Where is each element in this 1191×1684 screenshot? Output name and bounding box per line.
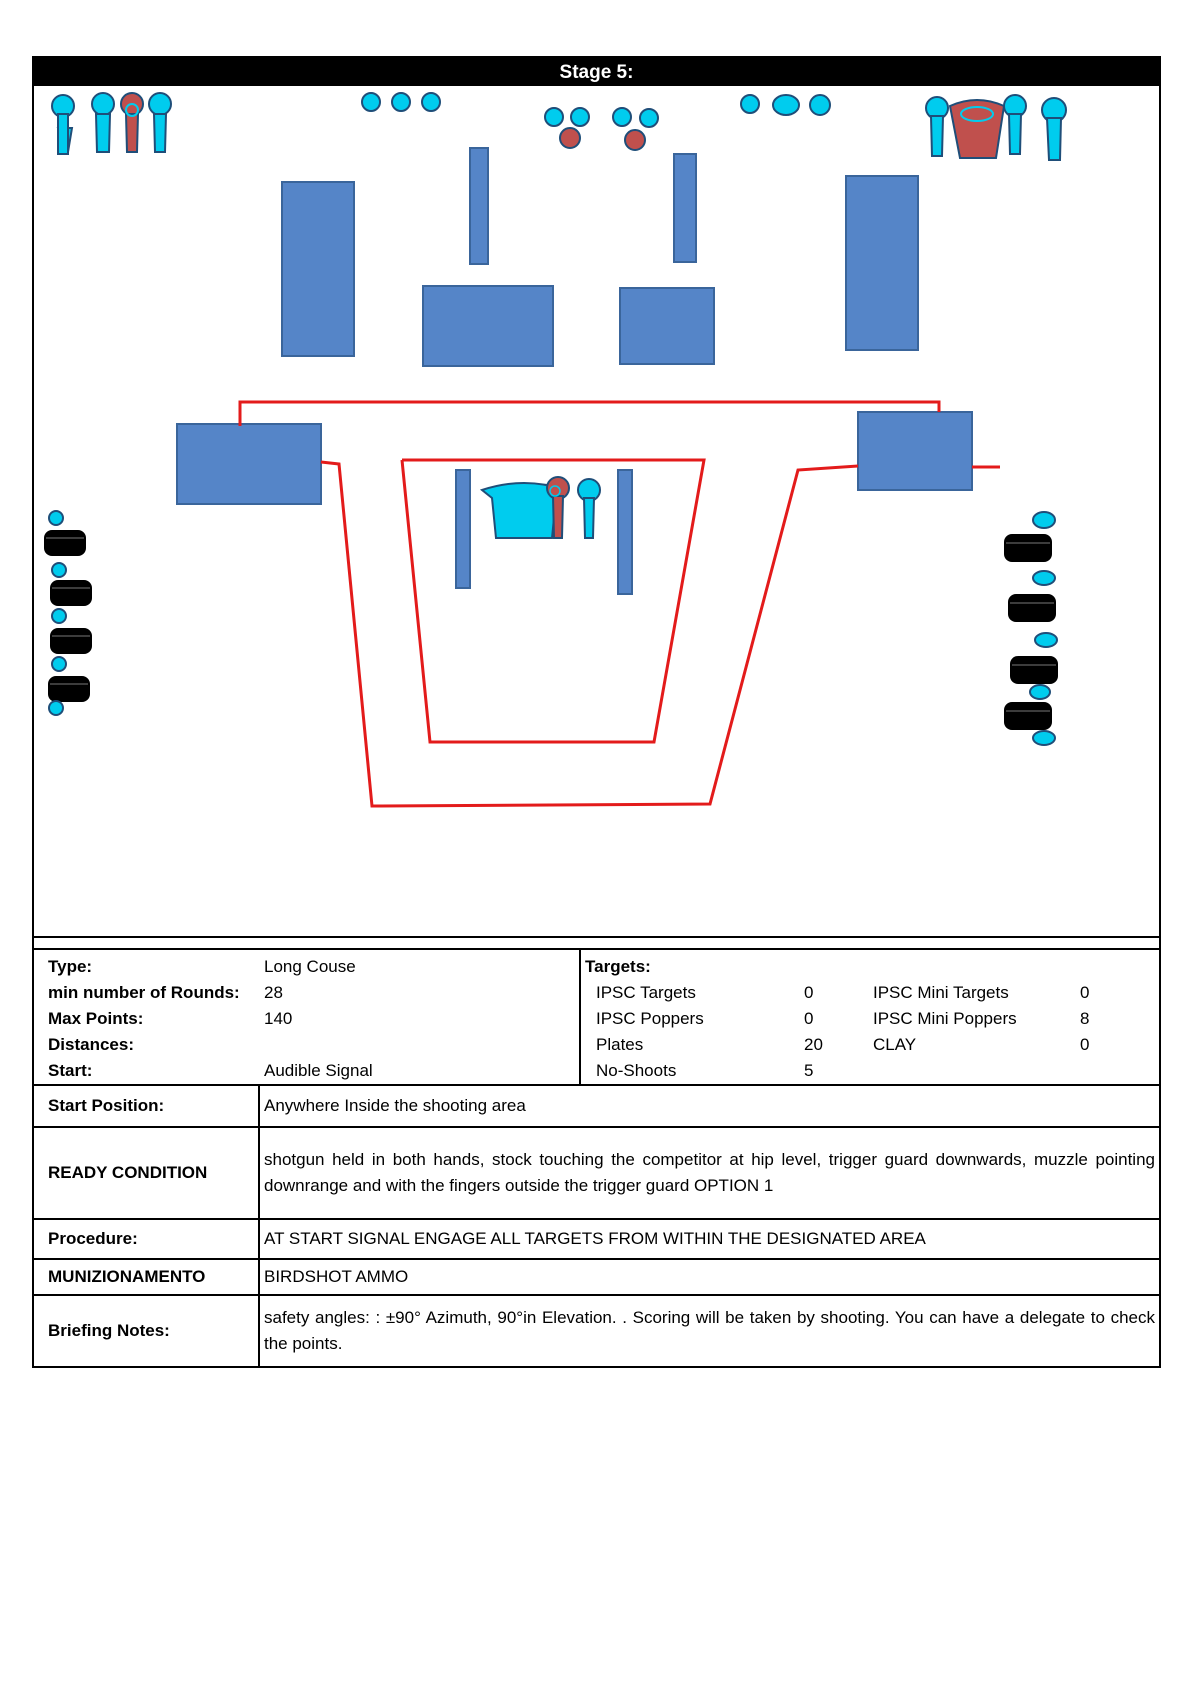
target-count: 0: [1080, 983, 1090, 1002]
info-key: Max Points:: [48, 1009, 144, 1028]
popper-group-top-left: [51, 92, 172, 155]
fault-lines: [238, 400, 1000, 808]
wall: [673, 153, 697, 263]
info-row-max-points: Max Points: 140: [48, 1006, 579, 1032]
side-array-left: [44, 510, 92, 716]
wall: [469, 147, 489, 265]
barricades: [176, 147, 973, 595]
stage-summary: Type: Long Couse min number of Rounds: 2…: [34, 950, 581, 1084]
stage-layout-svg: [44, 92, 1067, 808]
briefing-value: safety angles: : ±90° Azimuth, 90°in Ele…: [264, 1308, 1155, 1353]
ready-condition-label: READY CONDITION: [34, 1128, 260, 1218]
wall: [617, 469, 633, 595]
popper-group-center: [479, 476, 601, 539]
target-name: CLAY: [873, 1035, 917, 1054]
ready-condition-value: shotgun held in both hands, stock touchi…: [264, 1150, 1155, 1195]
info-key: Distances:: [48, 1035, 134, 1054]
info-row-distances: Distances:: [48, 1032, 579, 1058]
start-position-value: Anywhere Inside the shooting area: [264, 1096, 526, 1115]
targets-row: No-Shoots 5: [585, 1058, 1159, 1084]
spacer-row: [32, 938, 1161, 950]
stage-sheet: Stage 5:: [32, 56, 1161, 1368]
target-count: [1080, 1058, 1120, 1084]
wall: [281, 181, 355, 357]
procedure-value: AT START SIGNAL ENGAGE ALL TARGETS FROM …: [264, 1229, 926, 1248]
procedure-label: Procedure:: [34, 1220, 260, 1258]
stage-diagram: [32, 86, 1161, 938]
side-array-right: [1004, 511, 1058, 746]
info-row-rounds: min number of Rounds: 28: [48, 980, 579, 1006]
target-count: 0: [1080, 1035, 1090, 1054]
wall: [176, 423, 322, 505]
stage-info: Type: Long Couse min number of Rounds: 2…: [32, 950, 1161, 1086]
wall: [845, 175, 919, 351]
target-name: IPSC Poppers: [596, 1009, 704, 1028]
info-key: min number of Rounds:: [48, 983, 240, 1002]
start-position-label: Start Position:: [34, 1086, 260, 1126]
ammo-row: MUNIZIONAMENTO BIRDSHOT AMMO: [32, 1260, 1161, 1296]
wall: [422, 285, 554, 367]
plates-top: [361, 92, 831, 128]
targets-summary: Targets: IPSC Targets 0 IPSC Mini Target…: [581, 950, 1159, 1084]
noshoot-plates-top: [559, 127, 646, 151]
target-count: 0: [804, 1009, 814, 1028]
ammo-value: BIRDSHOT AMMO: [264, 1267, 409, 1286]
target-name: Plates: [596, 1035, 644, 1054]
target-count: 20: [804, 1035, 823, 1054]
wall: [619, 287, 715, 365]
target-count: 5: [804, 1061, 814, 1080]
info-value: 140: [264, 1009, 293, 1028]
briefing-label: Briefing Notes:: [34, 1296, 260, 1366]
target-name: No-Shoots: [596, 1061, 677, 1080]
briefing-row: Briefing Notes: safety angles: : ±90° Az…: [32, 1296, 1161, 1368]
procedure-row: Procedure: AT START SIGNAL ENGAGE ALL TA…: [32, 1220, 1161, 1260]
popper-group-top-right: [925, 94, 1067, 161]
target-name: IPSC Targets: [596, 983, 696, 1002]
info-key: Type:: [48, 957, 93, 976]
info-value: 28: [264, 983, 283, 1002]
targets-title: Targets:: [585, 957, 651, 976]
ammo-label: MUNIZIONAMENTO: [34, 1260, 260, 1294]
wall: [455, 469, 471, 589]
targets-row: Plates 20 CLAY 0: [585, 1032, 1159, 1058]
wall: [857, 411, 973, 491]
info-key: Start:: [48, 1061, 93, 1080]
stage-title: Stage 5:: [32, 56, 1161, 86]
target-name: IPSC Mini Targets: [873, 983, 1009, 1002]
target-name: [873, 1058, 1080, 1084]
target-count: 8: [1080, 1009, 1090, 1028]
targets-row: IPSC Poppers 0 IPSC Mini Poppers 8: [585, 1006, 1159, 1032]
info-value: [264, 1032, 579, 1058]
target-count: 0: [804, 983, 814, 1002]
info-value: Long Couse: [264, 957, 356, 976]
info-row-type: Type: Long Couse: [48, 954, 579, 980]
info-row-start: Start: Audible Signal: [48, 1058, 579, 1084]
targets-row: IPSC Targets 0 IPSC Mini Targets 0: [585, 980, 1159, 1006]
ready-condition-row: READY CONDITION shotgun held in both han…: [32, 1128, 1161, 1220]
info-value: Audible Signal: [264, 1061, 373, 1080]
target-name: IPSC Mini Poppers: [873, 1009, 1017, 1028]
start-position-row: Start Position: Anywhere Inside the shoo…: [32, 1086, 1161, 1128]
